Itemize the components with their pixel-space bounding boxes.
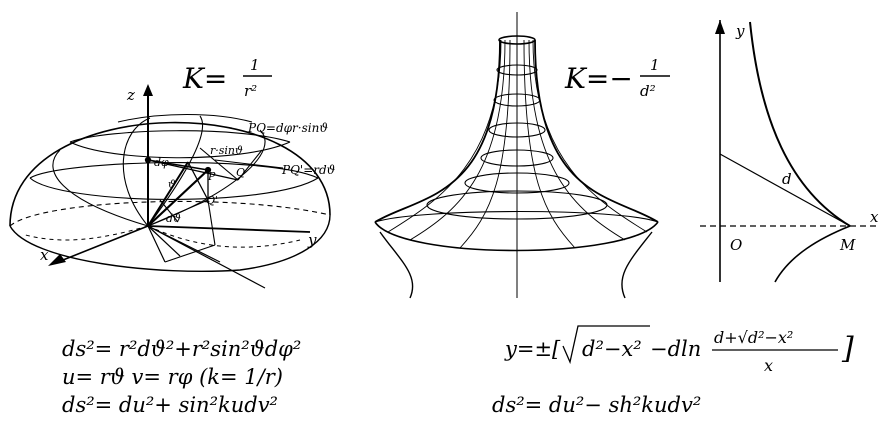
tractrix-y-label: y (735, 22, 745, 40)
sphere-k-denominator: r² (244, 82, 257, 100)
angle-dphi-label: dφ (154, 156, 169, 169)
tractrix-formula-lhs: y=±[ (504, 337, 561, 361)
tractrix (700, 20, 880, 283)
angle-theta-label: ϑ (168, 178, 176, 191)
angle-dtheta-label: dϑ (166, 212, 181, 225)
hemisphere (9, 114, 331, 273)
point-q-prime-label: Q' (206, 194, 218, 207)
pseudo-k-denominator: d² (640, 82, 656, 100)
pq-prime-annotation: PQ'=rdϑ (281, 163, 336, 177)
radius-lines (144, 147, 284, 263)
tractrix-origin-label: O (730, 236, 742, 254)
pq-annotation: PQ=dφr·sinϑ (247, 121, 328, 135)
sphere-metric-formula: ds²= r²dϑ²+r²sin²ϑdφ² (62, 337, 301, 361)
point-q-label: Q (236, 166, 245, 179)
tractrix-fraction-denominator: x (764, 356, 773, 375)
tractrix-sqrt-sign (562, 325, 650, 365)
tractrix-formula-sqrt: d²−x² (582, 337, 642, 361)
tractrix-fraction-numerator: d+√d²−x² (714, 328, 793, 347)
pseudosphere-curvature: K=− 1 d² (564, 56, 670, 100)
pseudo-k-numerator: 1 (650, 56, 660, 74)
sphere-k-numerator: 1 (250, 56, 260, 74)
r-sin-label: r·sinϑ (210, 144, 243, 157)
tractrix-formula: y=±[ d²−x² −dln d+√d²−x² x ] (504, 325, 854, 375)
pseudo-k-label: K=− (564, 62, 633, 95)
pseudosphere (374, 12, 659, 299)
substitution-formula: u= rϑ v= rφ (k= 1/r) (62, 365, 283, 389)
sphere-z-label: z (126, 86, 135, 104)
sphere-k-label: K= (182, 62, 227, 95)
tractrix-formula-close: ] (841, 331, 854, 366)
pseudo-metric-uv-formula: ds²= du²− sh²kudv² (492, 393, 701, 417)
sphere-metric-uv-formula: ds²= du²+ sin²kudv² (62, 393, 278, 417)
tractrix-formula-mid: −dln (650, 337, 701, 361)
tractrix-x-label: x (870, 208, 879, 226)
sphere-x-label: x (40, 246, 49, 264)
point-p-label: P (207, 170, 216, 183)
sphere-curvature: K= 1 r² (182, 56, 272, 100)
tractrix-m-label: M (839, 236, 856, 254)
sphere-y-label: y (307, 231, 317, 249)
tractrix-d-label: d (782, 170, 792, 188)
